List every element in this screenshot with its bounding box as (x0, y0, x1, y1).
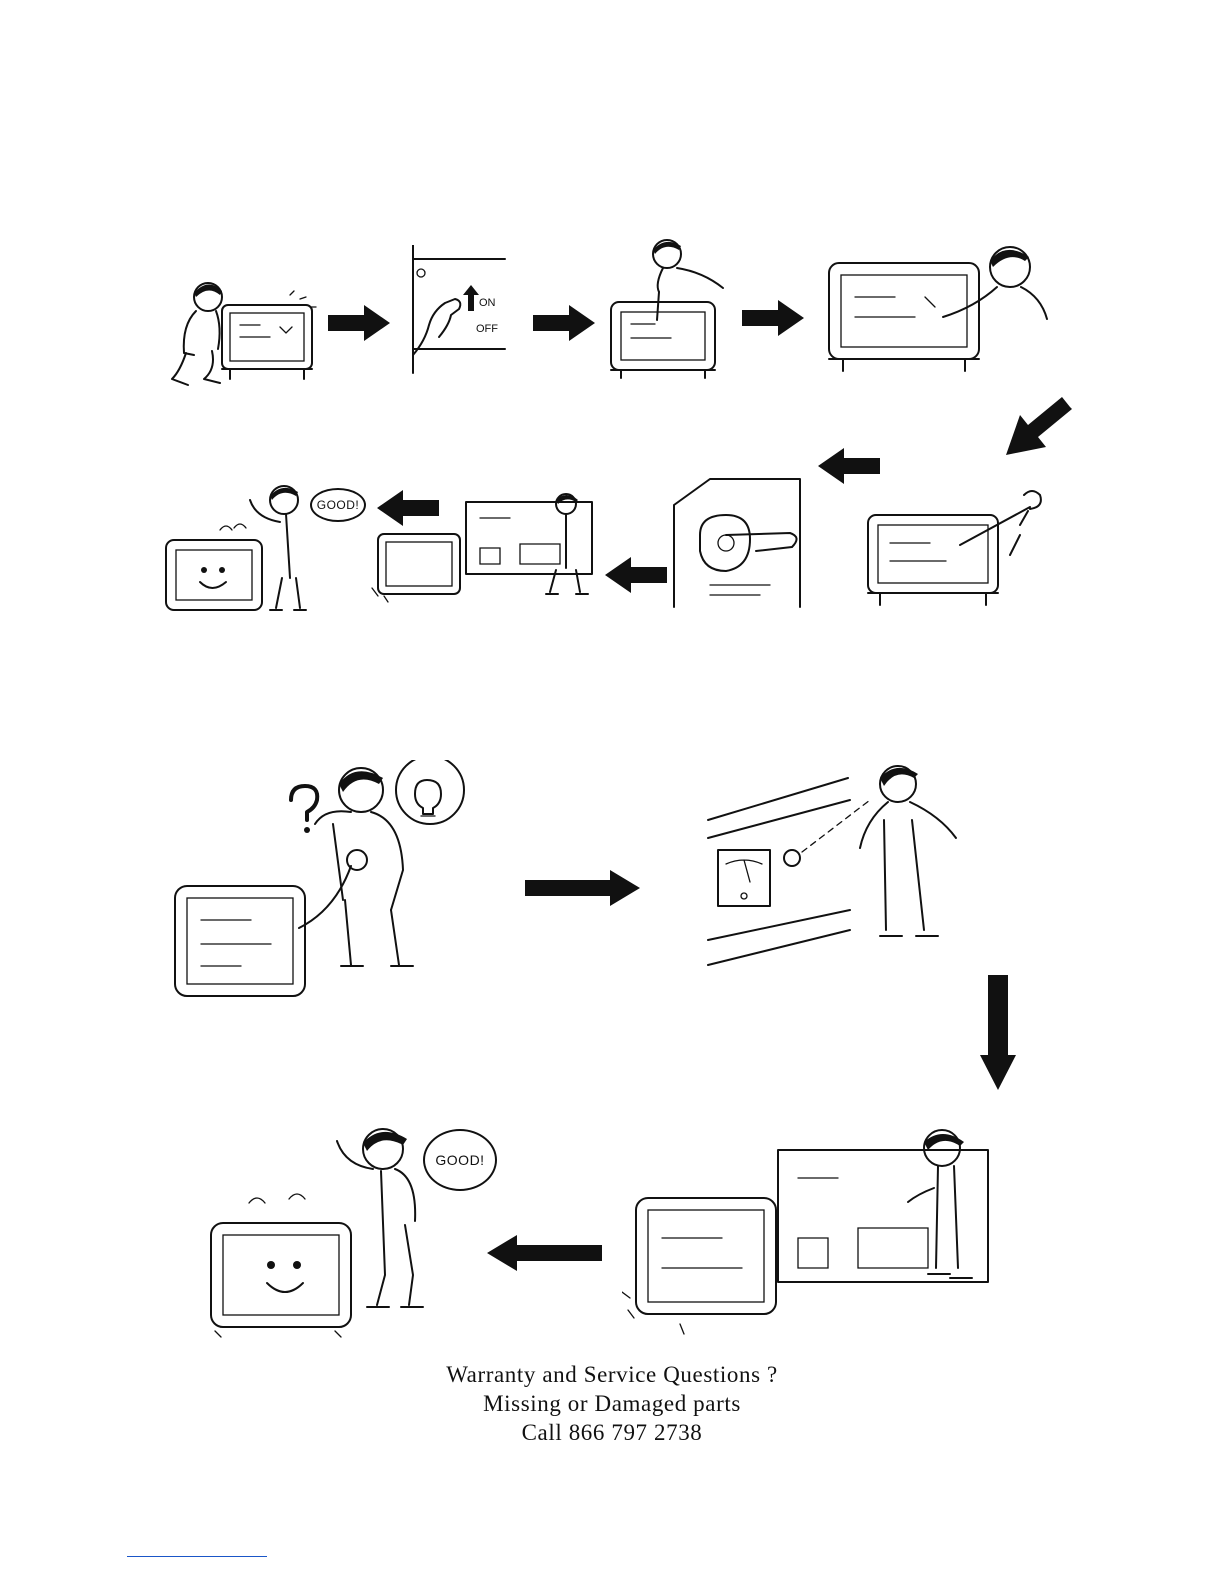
speech-bubble-text: GOOD! (317, 498, 360, 512)
illustration-confused-person-bulb (165, 760, 470, 1015)
step-5-pull-cord (860, 485, 1060, 610)
illustration-generator-cord (860, 485, 1060, 610)
footnote-divider (127, 1556, 267, 1557)
illustration-valve-hand (670, 475, 805, 610)
step-4-check-oil (825, 237, 1050, 377)
arrow-right-2 (533, 305, 595, 341)
step-2-3-reset-connect (622, 1128, 1002, 1343)
illustration-person-fuel-cap (595, 232, 730, 382)
arrow-down (980, 975, 1016, 1090)
arrow-left-2 (605, 557, 667, 593)
arrow-left-long (487, 1235, 602, 1271)
step-1-inspect-generator (160, 275, 330, 395)
illustration-switch-hand (405, 245, 510, 375)
footer-warranty-line: Warranty and Service Questions ? (0, 1360, 1224, 1389)
arrow-right-long-1 (525, 870, 640, 906)
footer-phone-line: Call 866 797 2738 (0, 1418, 1224, 1447)
speech-bubble-text: GOOD! (435, 1152, 484, 1168)
speech-bubble-good-1: GOOD! (310, 488, 366, 522)
step-6-adjust-valve (670, 475, 805, 610)
footer-missing-parts-line: Missing or Damaged parts (0, 1389, 1224, 1418)
illustration-breaker-meter (700, 760, 965, 975)
switch-off-label: OFF (476, 323, 498, 335)
arrow-left-1 (818, 448, 880, 484)
footer-contact: Warranty and Service Questions ? Missing… (0, 1360, 1224, 1447)
arrow-right-3 (742, 300, 804, 336)
speech-bubble-good-2: GOOD! (423, 1129, 497, 1191)
illustration-person-oil-check (825, 237, 1050, 377)
switch-on-label: ON (479, 297, 496, 309)
step-2-1-confused-no-power (165, 760, 470, 1015)
step-3-fuel-cap (595, 232, 730, 382)
illustration-mechanic-generator-large (622, 1128, 1002, 1343)
arrow-right-1 (328, 305, 390, 341)
arrow-down-left (1002, 397, 1074, 457)
step-2-2-check-breaker (700, 760, 965, 975)
step-8-running-good: GOOD! (160, 478, 365, 628)
step-2-switch-panel: ON OFF (405, 245, 510, 375)
step-2-4-running-good: GOOD! (205, 1125, 495, 1340)
arrow-left-3 (377, 490, 439, 526)
illustration-person-with-generator (160, 275, 330, 395)
